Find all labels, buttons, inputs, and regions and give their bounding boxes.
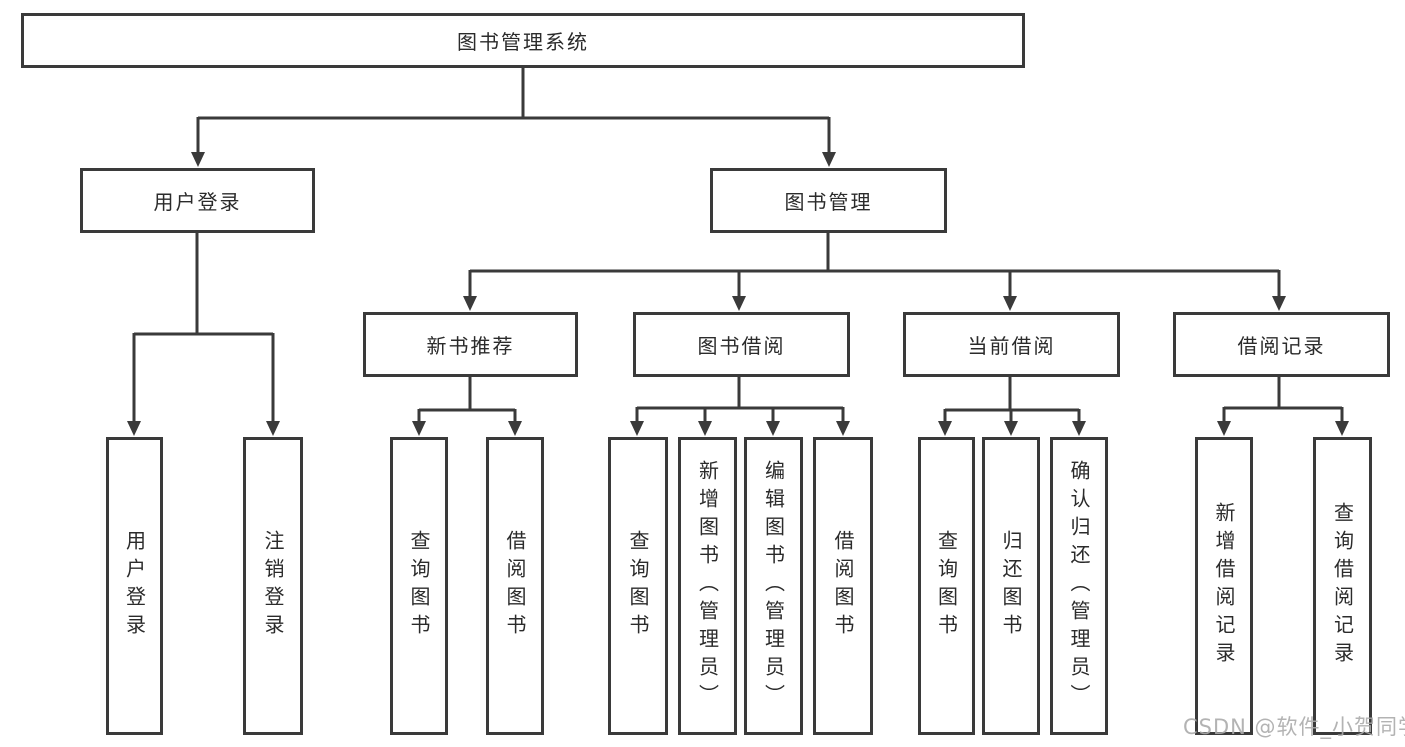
leaf-query-books-borrowing: 查询图书 [608,437,668,735]
node-borrowing-records: 借阅记录 [1173,312,1390,377]
leaf-add-borrow-record: 新增借阅记录 [1195,437,1253,735]
leaf-logout: 注销登录 [243,437,303,735]
node-new-book-recommendation: 新书推荐 [363,312,578,377]
leaf-borrow-books-borrowing: 借阅图书 [813,437,873,735]
leaf-query-borrow-record: 查询借阅记录 [1313,437,1372,735]
leaf-return-books: 归还图书 [982,437,1040,735]
leaf-user-login: 用户登录 [106,437,163,735]
watermark-text: CSDN @软件_小贺同学 [1183,715,1405,739]
leaf-add-book-admin: 新增图书（管理员） [678,437,737,735]
leaf-confirm-return-admin: 确认归还（管理员） [1050,437,1108,735]
node-book-borrowing: 图书借阅 [633,312,850,377]
node-book-management: 图书管理 [710,168,947,233]
node-library-system: 图书管理系统 [21,13,1025,68]
leaf-borrow-books-recommend: 借阅图书 [486,437,544,735]
node-current-borrowing: 当前借阅 [903,312,1120,377]
leaf-query-books-current: 查询图书 [918,437,975,735]
leaf-edit-book-admin: 编辑图书（管理员） [744,437,803,735]
leaf-query-books-recommend: 查询图书 [390,437,448,735]
node-user-login: 用户登录 [80,168,315,233]
